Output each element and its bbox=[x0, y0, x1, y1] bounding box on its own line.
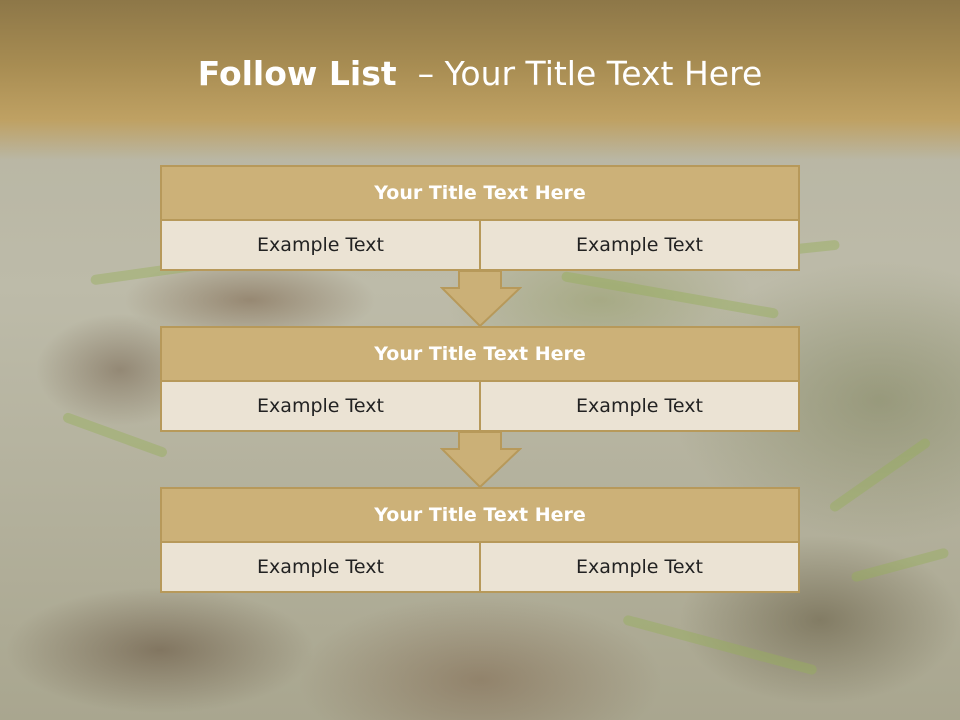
step-cell-right: Example Text bbox=[480, 543, 800, 593]
step-block-1: Your Title Text Here Example Text Exampl… bbox=[160, 165, 800, 271]
step-title: Your Title Text Here bbox=[160, 487, 800, 543]
step-cell-left: Example Text bbox=[160, 382, 480, 432]
step-row: Example Text Example Text bbox=[160, 543, 800, 593]
step-cell-left: Example Text bbox=[160, 221, 480, 271]
step-cell-right: Example Text bbox=[480, 221, 800, 271]
title-bold: Follow List bbox=[197, 54, 397, 93]
title-rest: – Your Title Text Here bbox=[396, 54, 763, 93]
step-block-2: Your Title Text Here Example Text Exampl… bbox=[160, 326, 800, 432]
step-cell-left: Example Text bbox=[160, 543, 480, 593]
header-band bbox=[0, 0, 960, 160]
slide-title: Follow List – Your Title Text Here bbox=[0, 54, 960, 93]
step-row: Example Text Example Text bbox=[160, 221, 800, 271]
down-arrow-icon bbox=[440, 270, 522, 328]
down-arrow-icon bbox=[440, 431, 522, 489]
step-block-3: Your Title Text Here Example Text Exampl… bbox=[160, 487, 800, 593]
step-row: Example Text Example Text bbox=[160, 382, 800, 432]
step-title: Your Title Text Here bbox=[160, 326, 800, 382]
step-title: Your Title Text Here bbox=[160, 165, 800, 221]
step-cell-right: Example Text bbox=[480, 382, 800, 432]
